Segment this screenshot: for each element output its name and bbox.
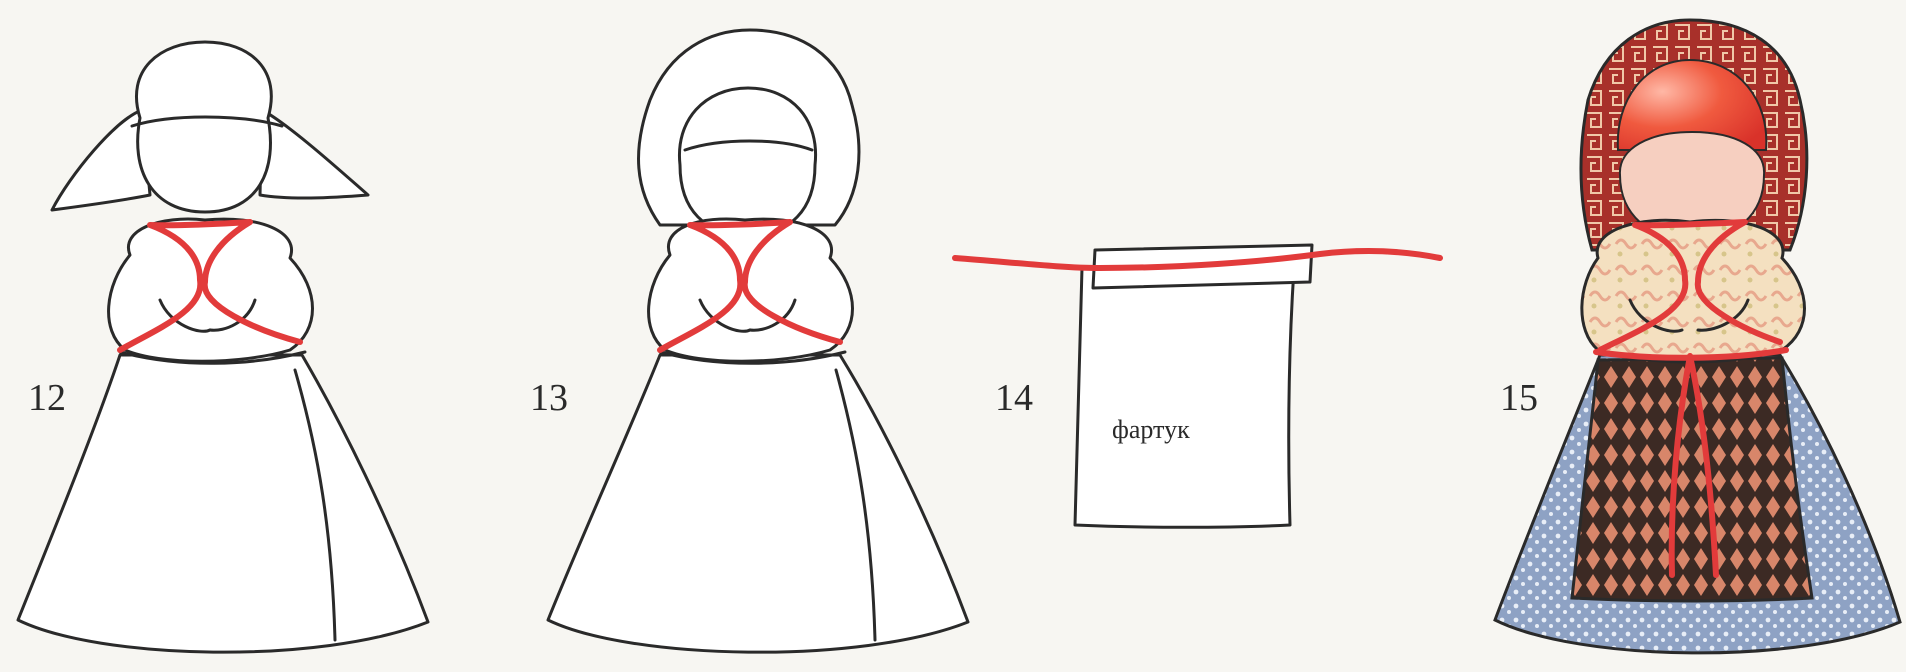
step-13: 13 (530, 30, 968, 652)
skirt-outline (18, 355, 428, 652)
step-15: 15 (1495, 20, 1900, 653)
step-number-13: 13 (530, 377, 568, 419)
step-12: 12 (18, 42, 428, 652)
apron-cloth (1075, 268, 1294, 527)
step-14: 14 фартук (955, 245, 1440, 527)
step-number-14: 14 (995, 377, 1033, 419)
apron-label: фартук (1112, 415, 1190, 444)
doll-face (679, 88, 815, 235)
step-number-12: 12 (28, 377, 66, 419)
step-number-15: 15 (1500, 377, 1538, 419)
skirt-outline (548, 355, 968, 652)
doll-head (136, 42, 271, 212)
apron-patterned (1572, 358, 1812, 601)
